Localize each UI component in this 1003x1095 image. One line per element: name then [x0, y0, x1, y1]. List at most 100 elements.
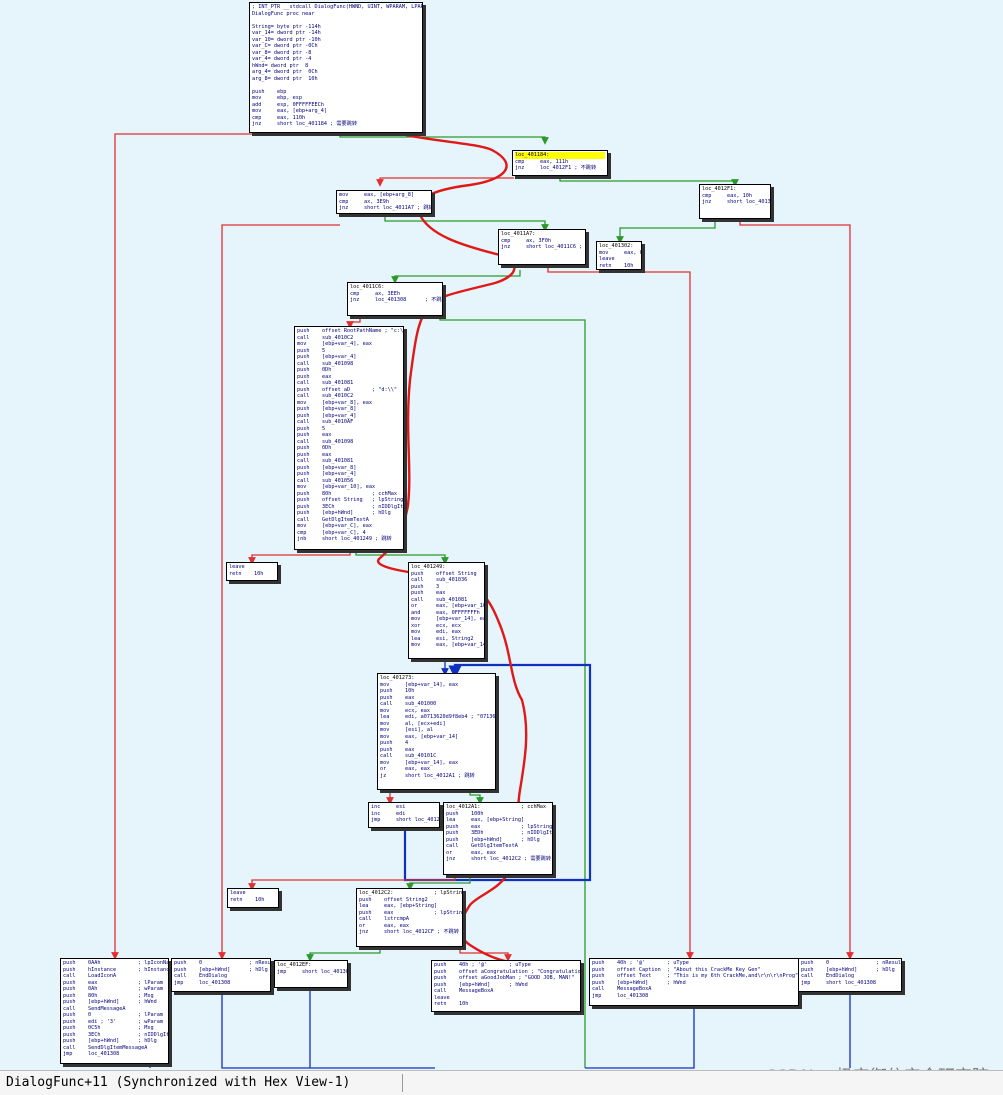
code-line[interactable]: push 3EDh ; nIDDlgItem [446, 830, 553, 836]
code-line[interactable]: call MessageBoxA [592, 986, 652, 992]
code-line[interactable]: loc_4012C2: ; lpString2 [359, 890, 463, 896]
code-line[interactable]: push [ebp+hWnd] ; hDlg [63, 1038, 157, 1044]
code-line[interactable]: push eax ; lpString [446, 823, 553, 830]
code-line[interactable]: lea edi, a0713620d9f8eb4 ; "0713620d9f8e… [380, 714, 496, 720]
code-line[interactable]: or eax, eax [380, 766, 430, 772]
code-line[interactable]: push offset Caption ; "About this CrackM… [592, 966, 761, 973]
code-line[interactable]: push 0 ; nResult [174, 960, 271, 966]
code-line[interactable]: jmp short loc_401308 [801, 979, 876, 986]
code-line[interactable]: call sub_401081 [411, 596, 468, 603]
code-line[interactable]: call LoadIconA [63, 973, 117, 979]
code-line[interactable]: jz short loc_4012A1 ; 跳转 [380, 772, 475, 779]
code-line[interactable]: jmp short loc_401273 [371, 817, 440, 823]
code-line[interactable]: push eax [297, 432, 332, 438]
code-line[interactable]: push offset RootPathName ; "c:\\" [297, 328, 404, 334]
code-line[interactable]: push offset aD ; "d:\\" [297, 386, 397, 393]
code-line[interactable]: add esp, 0FFFFFEECh [252, 101, 324, 108]
code-line[interactable]: mov [ebp+var_8], eax [297, 399, 372, 406]
code-line[interactable]: mov eax, 0 [599, 249, 642, 256]
code-line[interactable]: inc esi [371, 804, 406, 810]
node-main-block[interactable]: push offset RootPathName ; "c:\\" call su… [294, 326, 404, 550]
code-line[interactable]: lea eax, [ebp+String] [446, 817, 525, 823]
code-line[interactable]: cmp ax, 3E9h [339, 198, 389, 205]
code-line[interactable]: push 0 ; lParam [63, 1012, 163, 1018]
code-line[interactable]: retn 10h [229, 570, 264, 577]
node-entry[interactable]: ; INT_PTR __stdcall DialogFunc(HWND, UIN… [249, 2, 423, 133]
code-line[interactable]: jnz loc_4012F1 ; 不跳转 [515, 165, 597, 171]
code-line[interactable]: ; INT_PTR __stdcall DialogFunc(HWND, UIN… [252, 4, 423, 10]
code-line[interactable]: push 0Dh [297, 445, 332, 451]
code-line[interactable]: push 3ECh ; nIDDlgItem [297, 503, 404, 510]
code-line[interactable]: push 80h ; Msg [63, 992, 154, 999]
code-line[interactable]: call sub_401000 [380, 701, 437, 707]
code-line[interactable]: loc_4012F1: [702, 186, 737, 192]
code-line[interactable]: push 10h [380, 688, 415, 694]
code-line[interactable]: leave [599, 256, 615, 262]
code-line[interactable]: mov [ebp+var_C], eax [297, 523, 372, 529]
code-line[interactable]: jnz loc_401308 ; 不跳转 [350, 297, 443, 303]
code-line[interactable]: jnz short loc_401184 ; 需要跳转 [252, 121, 358, 127]
code-line[interactable]: push 5 [297, 425, 326, 432]
code-line[interactable]: cmp eax, 111h [515, 158, 569, 165]
code-line[interactable]: mov [esi], al [380, 727, 434, 733]
code-line[interactable]: mov [ebp+var_14], eax [411, 616, 485, 622]
code-line[interactable]: leave [434, 994, 450, 1001]
code-line[interactable]: call lstrcmpA [359, 916, 409, 922]
code-line[interactable]: push 0AAh ; lpIconName [63, 960, 169, 966]
code-line[interactable]: jnz short loc_4012C2 ; 需要跳转 [446, 856, 552, 862]
code-line[interactable]: leave [230, 890, 246, 896]
code-line[interactable]: jnz short loc_401308 [702, 199, 771, 205]
code-line[interactable]: loc_4011C6: [350, 284, 385, 290]
code-line[interactable]: xor ecx, ecx [411, 622, 461, 629]
code-line[interactable]: jmp loc_401308 [592, 992, 649, 999]
code-line[interactable]: jnb short loc_401249 ; 跳转 [297, 536, 392, 542]
code-line[interactable]: cmp eax, 10h [702, 192, 752, 199]
code-line[interactable]: push 40h ; '@' ; uType [592, 960, 689, 966]
code-line[interactable]: push edi ; '3' ; wParam [63, 1018, 163, 1025]
code-line[interactable]: inc edi [371, 810, 406, 817]
code-line[interactable]: var_10= dword ptr -10h [252, 36, 321, 43]
code-line[interactable]: mov eax, [ebp+arg_8] [339, 192, 414, 198]
code-line[interactable]: cmp eax, 110h [252, 114, 306, 121]
code-line[interactable]: push eax [297, 373, 332, 380]
code-line[interactable]: push 0Ah ; wParam [63, 986, 163, 992]
code-line[interactable]: push offset aCongratulation ; "Congratul… [434, 968, 581, 975]
code-line[interactable]: arg_4= dword ptr 0Ch [252, 69, 318, 75]
code-line[interactable]: call EndDialog [801, 973, 855, 979]
code-line[interactable]: push eax [411, 590, 446, 596]
code-line[interactable]: push 5 [297, 347, 326, 354]
code-line[interactable]: push hInstance ; hInstance [63, 966, 169, 973]
code-line[interactable]: push [ebp+var_4] [297, 471, 357, 477]
code-line[interactable]: jnz short loc_4011A7 ; 跳转 [339, 205, 432, 211]
code-line[interactable]: push [ebp+var_4] [297, 412, 357, 419]
code-line[interactable]: call EndDialog [174, 973, 228, 979]
code-line[interactable]: push 4 [380, 740, 409, 746]
code-line[interactable]: String= byte ptr -114h [252, 23, 321, 30]
code-line[interactable]: push offset Text ; "This is my 6th Crack… [592, 973, 799, 979]
code-line[interactable]: push 3ECh ; nIDDlgItem [63, 1031, 169, 1038]
code-line[interactable]: push eax [380, 746, 415, 753]
code-line[interactable]: var_14= dword ptr -14h [252, 30, 321, 36]
code-line[interactable]: push eax [380, 694, 415, 701]
code-line[interactable]: loc_4012EF: [277, 962, 312, 968]
code-line[interactable]: var_C= dword ptr -0Ch [252, 43, 318, 49]
code-line[interactable]: and eax, 0FFFFFFFh [411, 609, 480, 616]
code-line[interactable]: mov ecx, eax [380, 707, 430, 714]
code-line[interactable]: push 0 ; nResult [801, 960, 902, 966]
code-line[interactable]: mov eax, [ebp+arg_4] [252, 108, 327, 114]
code-line[interactable]: mov [ebp+var_10], eax [297, 484, 376, 490]
code-line[interactable]: push offset String [411, 570, 477, 577]
code-line[interactable]: call GetDlgItemTextA [446, 843, 518, 849]
code-line[interactable]: loc_401249: [411, 564, 446, 570]
code-line[interactable]: call sub_401098 [297, 360, 354, 367]
